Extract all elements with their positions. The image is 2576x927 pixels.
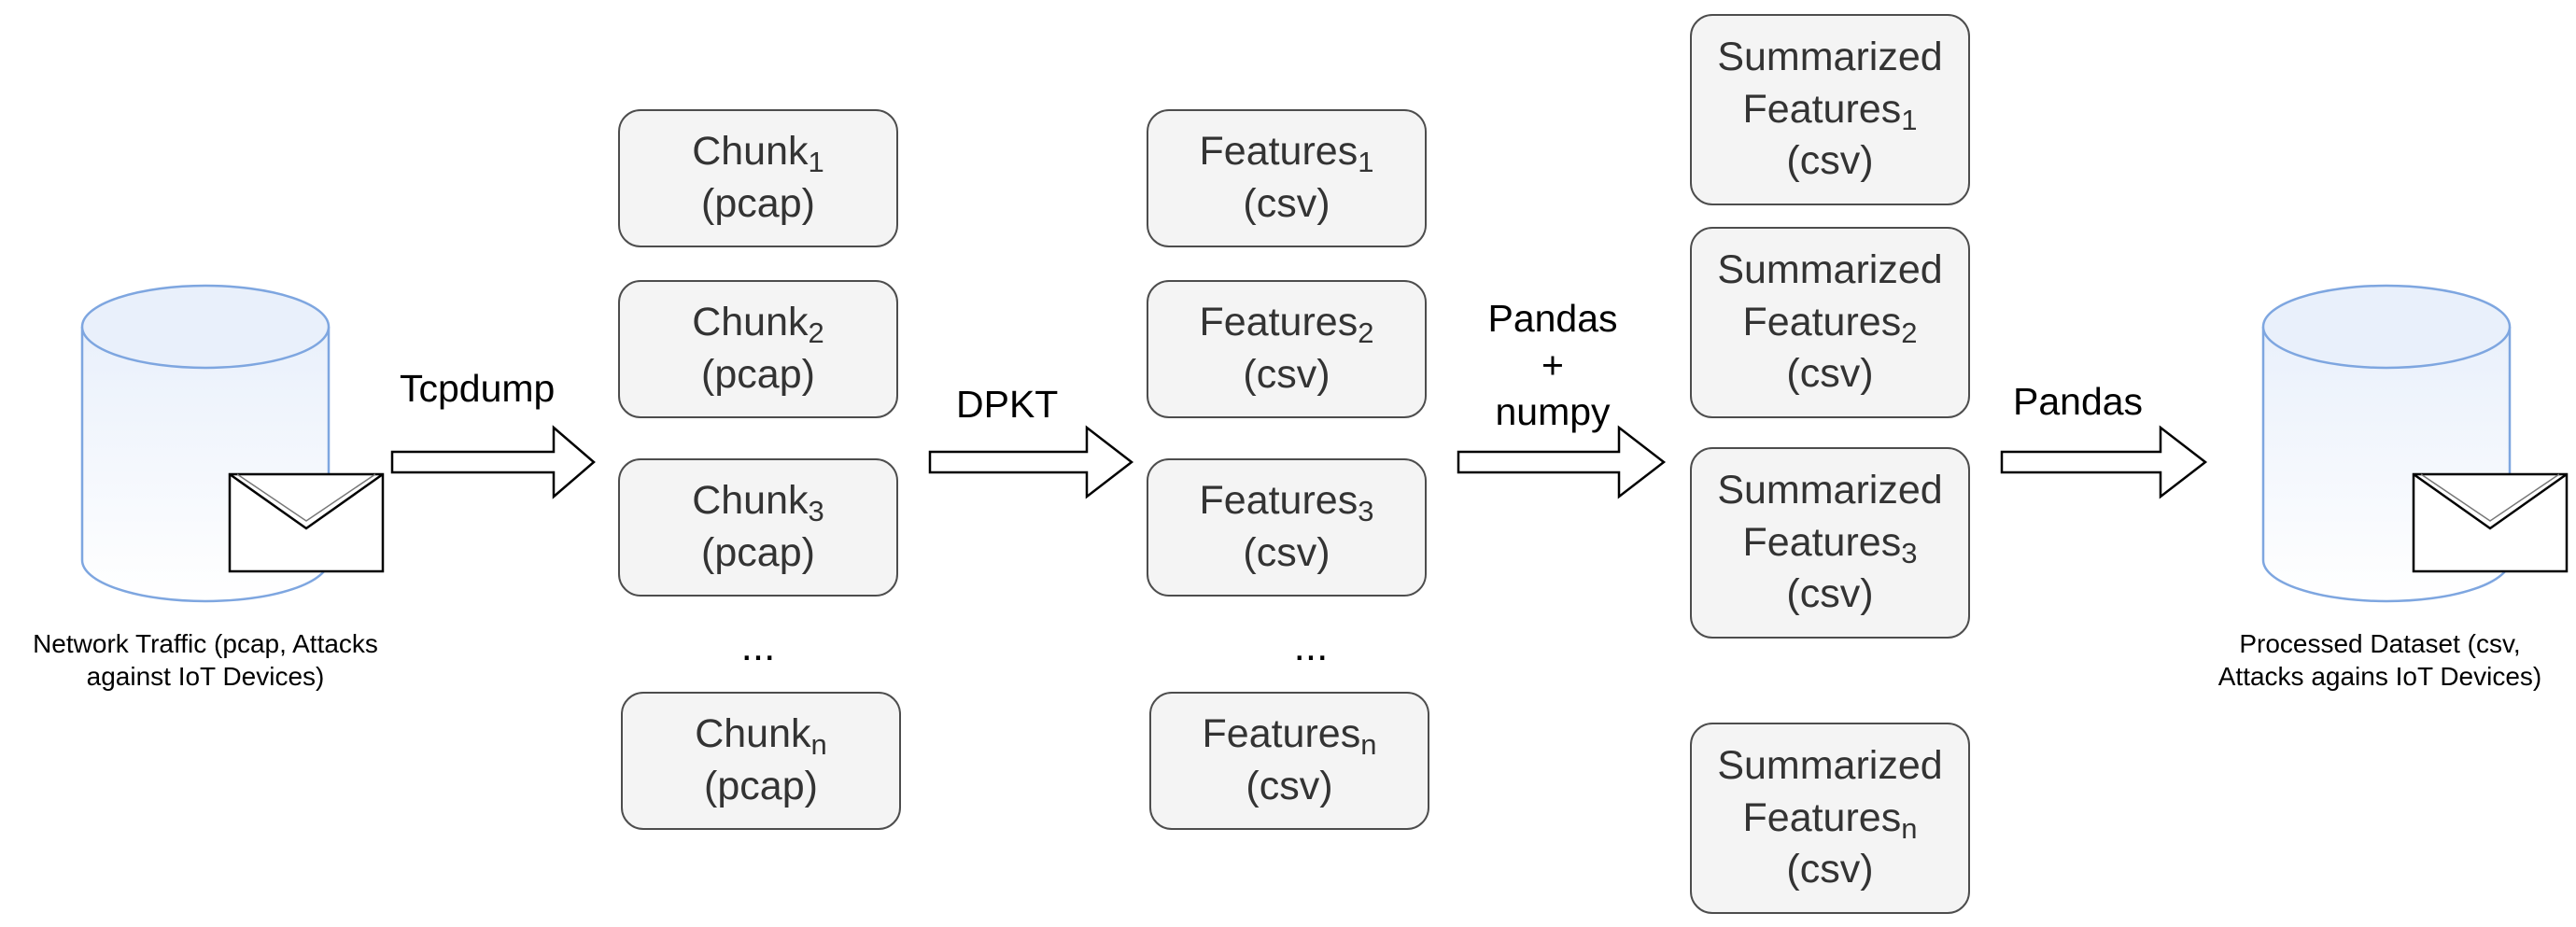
chunk-3-format: (pcap) — [701, 530, 815, 575]
summarized-1-line1: Summarized — [1717, 34, 1943, 79]
source-envelope-icon — [228, 472, 385, 573]
summarized-3-line1: Summarized — [1717, 467, 1943, 513]
features-3-format: (csv) — [1243, 530, 1330, 575]
summarized-3-format: (csv) — [1786, 571, 1874, 617]
summarized-2-box: Summarized Features2 (csv) — [1690, 227, 1970, 418]
features-n-box: Featuresn (csv) — [1149, 692, 1429, 830]
tcpdump-label: Tcpdump — [400, 367, 556, 410]
chunk-3-box: Chunk3 (pcap) — [618, 458, 898, 597]
target-envelope-icon — [2412, 472, 2569, 573]
target-caption-line2: Attacks agains IoT Devices) — [2217, 662, 2542, 691]
chunk-ellipsis: ... — [740, 624, 776, 669]
chunk-2-format: (pcap) — [701, 352, 815, 397]
summarized-n-line1: Summarized — [1717, 742, 1943, 788]
chunk-2-title: Chunk2 — [692, 300, 824, 350]
features-3-box: Features3 (csv) — [1147, 458, 1427, 597]
summarized-3-box: Summarized Features3 (csv) — [1690, 447, 1970, 639]
features-3-title: Features3 — [1199, 478, 1374, 528]
features-1-format: (csv) — [1243, 181, 1330, 226]
summarized-3-title: Features3 — [1742, 519, 1918, 569]
summarized-n-title: Featuresn — [1742, 794, 1918, 845]
summarized-1-box: Summarized Features1 (csv) — [1690, 14, 1970, 205]
target-caption: Processed Dataset (csv, Attacks agains I… — [2184, 627, 2576, 693]
dpkt-label: DPKT — [956, 383, 1059, 426]
chunk-1-box: Chunk1 (pcap) — [618, 109, 898, 247]
features-2-title: Features2 — [1199, 300, 1374, 350]
chunk-2-box: Chunk2 (pcap) — [618, 280, 898, 418]
source-caption-line2: against IoT Devices) — [86, 662, 325, 691]
features-n-title: Featuresn — [1202, 711, 1377, 762]
pandas-numpy-label-line3: numpy — [1495, 390, 1611, 434]
summarized-n-box: Summarized Featuresn (csv) — [1690, 723, 1970, 914]
chunk-n-box: Chunkn (pcap) — [621, 692, 901, 830]
chunk-1-title: Chunk1 — [692, 129, 824, 179]
chunk-3-title: Chunk3 — [692, 478, 824, 528]
target-caption-line1: Processed Dataset (csv, — [2239, 629, 2521, 658]
summarized-2-title: Features2 — [1742, 299, 1918, 349]
summarized-1-title: Features1 — [1742, 86, 1918, 136]
features-1-title: Features1 — [1199, 129, 1374, 179]
chunk-n-format: (pcap) — [704, 764, 818, 808]
chunk-n-title: Chunkn — [695, 711, 827, 762]
source-caption-line1: Network Traffic (pcap, Attacks — [33, 629, 378, 658]
summarized-1-format: (csv) — [1786, 138, 1874, 184]
summarized-n-format: (csv) — [1786, 847, 1874, 892]
features-1-box: Features1 (csv) — [1147, 109, 1427, 247]
chunk-1-format: (pcap) — [701, 181, 815, 226]
arrow-tcpdump-icon — [390, 425, 596, 499]
arrow-pandas-icon — [2000, 425, 2208, 499]
pandas-numpy-label-line1: Pandas — [1487, 297, 1618, 340]
summarized-2-line1: Summarized — [1717, 246, 1943, 292]
features-ellipsis: ... — [1293, 624, 1329, 669]
source-caption: Network Traffic (pcap, Attacks against I… — [0, 627, 411, 693]
features-2-box: Features2 (csv) — [1147, 280, 1427, 418]
pandas-numpy-label-line2: + — [1541, 344, 1564, 387]
pandas-numpy-label: Pandas + numpy — [1464, 295, 1641, 435]
arrow-dpkt-icon — [928, 425, 1134, 499]
summarized-2-format: (csv) — [1786, 351, 1874, 397]
arrow-pandas-numpy-icon — [1457, 425, 1667, 499]
features-2-format: (csv) — [1243, 352, 1330, 397]
pandas-label: Pandas — [2013, 380, 2144, 423]
features-n-format: (csv) — [1246, 764, 1333, 808]
